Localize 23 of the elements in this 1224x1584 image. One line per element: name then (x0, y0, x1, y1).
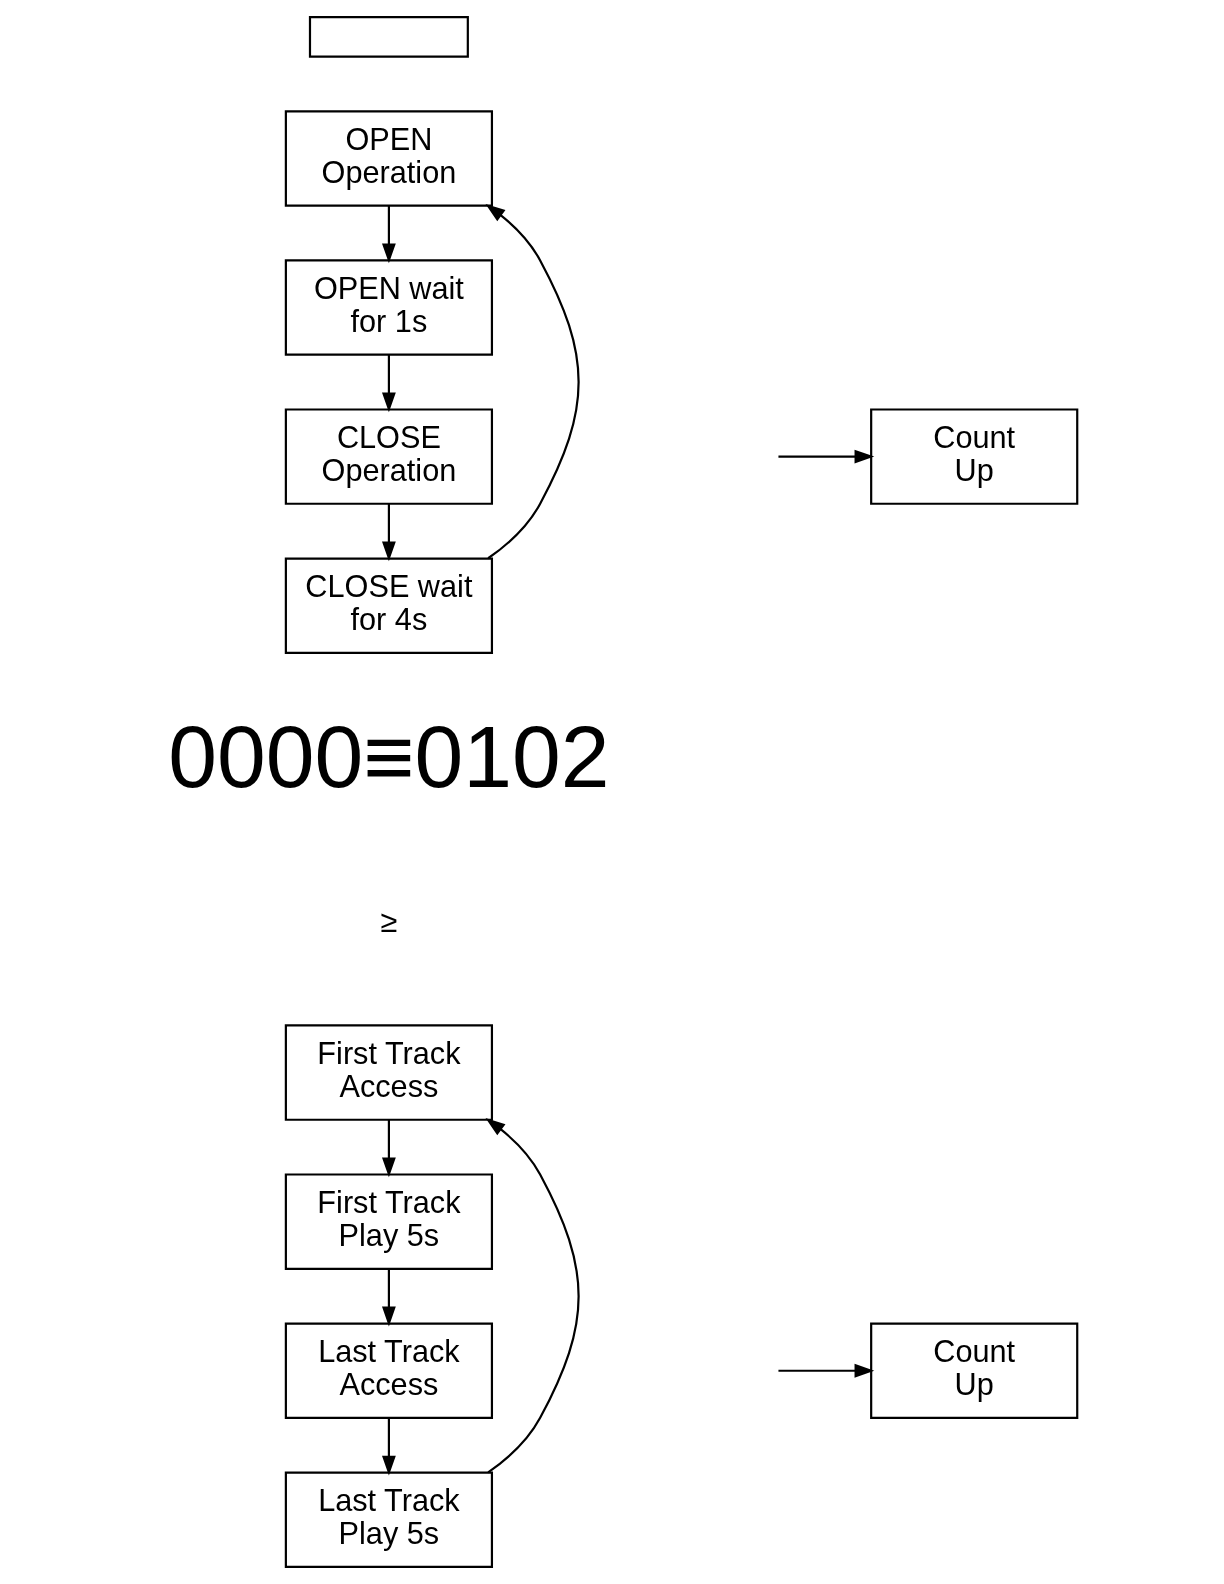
arrow (381, 1417, 396, 1476)
arrow (381, 1119, 396, 1178)
arrow (381, 503, 396, 562)
node-box: Last Track Access (284, 1322, 493, 1419)
node-box: OPEN Operation (284, 110, 493, 207)
arrow (381, 1268, 396, 1327)
node-box: OPEN wait for 1s (284, 259, 493, 356)
arrow (777, 449, 874, 464)
node-box: First Track Play 5s (284, 1173, 493, 1270)
arrow (485, 203, 580, 560)
arrow (485, 1118, 580, 1474)
node-box: CLOSE Operation (284, 408, 493, 505)
label: 0000≡0102 (167, 707, 610, 806)
node-box: CLOSE wait for 4s (284, 557, 493, 654)
node-box: Count Up (869, 408, 1078, 505)
label: ≥ (379, 903, 397, 939)
node-box: First Track Access (284, 1024, 493, 1121)
arrow (381, 205, 396, 264)
node-box: Count Up (869, 1322, 1078, 1419)
arrow (381, 354, 396, 413)
node-box: Last Track Play 5s (284, 1471, 493, 1568)
arrow (777, 1363, 874, 1378)
node-box (308, 16, 469, 58)
